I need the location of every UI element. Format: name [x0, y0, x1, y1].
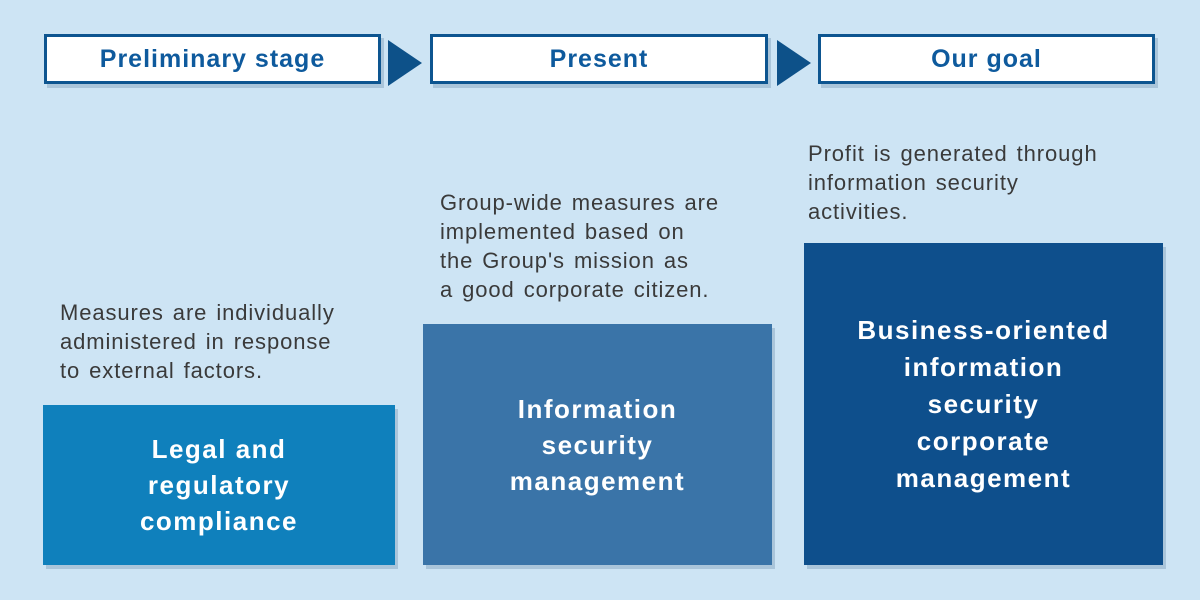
- right-arrow-icon: [388, 40, 422, 86]
- description-line: information security: [808, 170, 1019, 195]
- description-line: Measures are individually: [60, 300, 335, 325]
- box-business-oriented-management: Business-oriented information security c…: [804, 243, 1163, 565]
- stage-header-present-label: Present: [549, 44, 649, 73]
- box-label-line: information: [903, 351, 1064, 382]
- description-line: administered in response: [60, 329, 332, 354]
- description-preliminary: Measures are individually administered i…: [60, 298, 335, 385]
- description-line: the Group's mission as: [440, 248, 689, 273]
- box-label-line: Legal and: [151, 434, 287, 464]
- right-arrow-icon: [777, 40, 811, 86]
- box-label-line: management: [509, 465, 686, 496]
- description-goal: Profit is generated through information …: [808, 139, 1098, 226]
- stage-header-present: Present: [430, 34, 768, 84]
- box-label-line: Information: [517, 393, 678, 424]
- stage-header-preliminary: Preliminary stage: [44, 34, 381, 84]
- box-label-line: Business-oriented: [857, 314, 1110, 345]
- description-present: Group-wide measures are implemented base…: [440, 188, 719, 304]
- description-line: Profit is generated through: [808, 141, 1098, 166]
- description-line: activities.: [808, 199, 909, 224]
- description-line: implemented based on: [440, 219, 685, 244]
- box-label-line: security: [541, 429, 654, 460]
- stage-header-goal-label: Our goal: [931, 44, 1042, 73]
- description-line: Group-wide measures are: [440, 190, 720, 215]
- box-information-security-management: Information security management: [423, 324, 772, 565]
- description-line: to external factors.: [60, 358, 263, 383]
- box-label-line: management: [895, 462, 1072, 493]
- box-label-line: security: [927, 388, 1040, 419]
- box-label-line: corporate: [916, 425, 1051, 456]
- box-label-line: compliance: [139, 506, 299, 536]
- stage-header-goal: Our goal: [818, 34, 1155, 84]
- box-legal-regulatory-compliance: Legal and regulatory compliance: [43, 405, 395, 565]
- description-line: a good corporate citizen.: [440, 277, 710, 302]
- box-label-line: regulatory: [147, 470, 291, 500]
- stage-header-preliminary-label: Preliminary stage: [99, 44, 326, 73]
